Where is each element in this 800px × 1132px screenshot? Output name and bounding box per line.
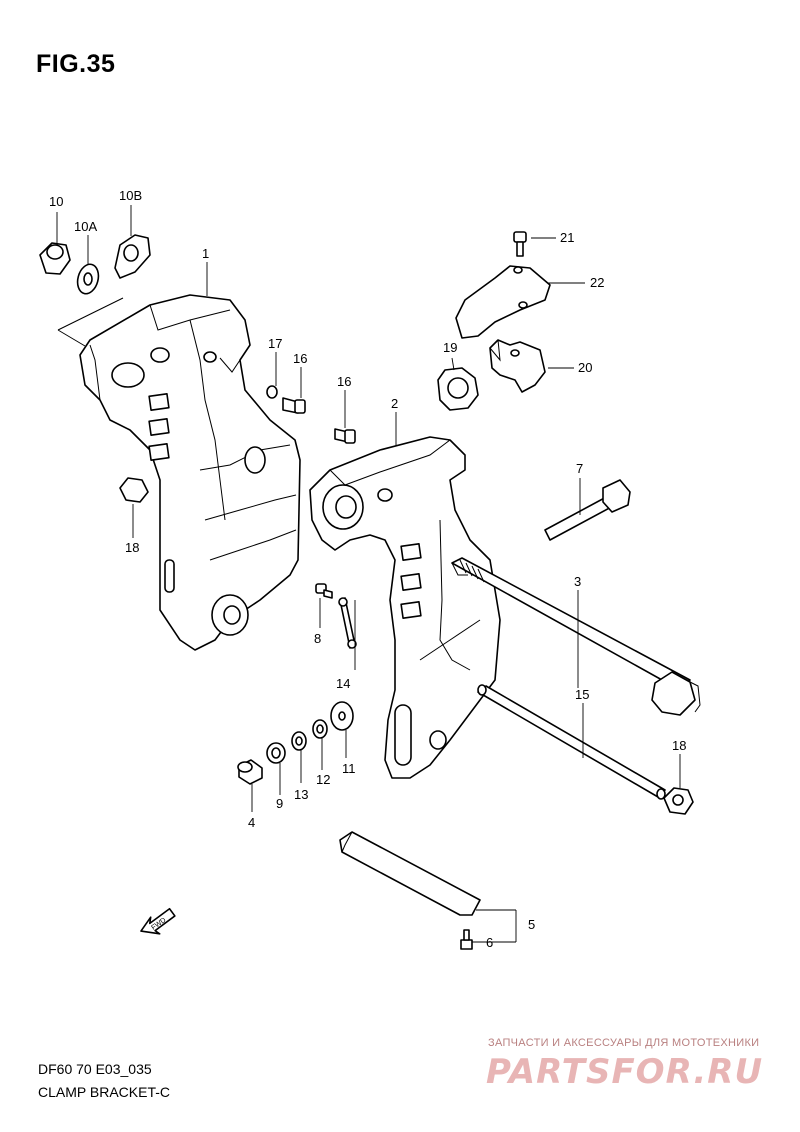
callout-10b: 10B: [119, 188, 142, 203]
callout-22: 22: [590, 275, 604, 290]
bolt-6-part[interactable]: [460, 929, 473, 950]
bushing-4-part[interactable]: [237, 759, 263, 785]
callout-7: 7: [576, 461, 583, 476]
callout-19: 19: [443, 340, 457, 355]
callout-10a: 10A: [74, 219, 97, 234]
callout-18-upper: 18: [125, 540, 139, 555]
callout-3: 3: [574, 574, 581, 589]
model-code: DF60 70 E03_035: [38, 1061, 152, 1077]
callout-18-lower: 18: [672, 738, 686, 753]
cap-19-part[interactable]: [437, 367, 479, 411]
callout-13: 13: [294, 787, 308, 802]
callout-20: 20: [578, 360, 592, 375]
bracket-22-part[interactable]: [455, 265, 551, 339]
fwd-arrow-icon: FWD: [140, 907, 176, 935]
leader-lines: [56, 205, 681, 943]
callout-2: 2: [391, 396, 398, 411]
clamp-bracket-left-part[interactable]: [57, 294, 301, 651]
callout-1: 1: [202, 246, 209, 261]
callout-21: 21: [560, 230, 574, 245]
washer-11-part[interactable]: [330, 701, 354, 731]
callout-11: 11: [342, 761, 356, 776]
clip-14-part[interactable]: [338, 597, 357, 649]
callout-5: 5: [528, 917, 535, 932]
watermark-logo: PARTSFOR.RU: [486, 1052, 764, 1092]
callout-labels: 10 10A 10B 1 17 16 16 2 18 21 22 19 20 7…: [49, 188, 686, 950]
callout-15: 15: [575, 687, 589, 702]
callout-16-upper: 16: [293, 351, 307, 366]
figure-title: FIG.35: [36, 50, 116, 78]
diagram-name: CLAMP BRACKET-C: [38, 1084, 170, 1100]
washer-10a-part[interactable]: [74, 262, 101, 296]
washer-12-part[interactable]: [312, 719, 328, 739]
fwd-label: FWD: [150, 917, 167, 932]
callout-8: 8: [314, 631, 321, 646]
washer-13-part[interactable]: [291, 731, 307, 751]
callout-14: 14: [336, 676, 350, 691]
bolt-7-part[interactable]: [544, 479, 631, 541]
tilt-tube-part[interactable]: [451, 557, 701, 716]
washer-17-part[interactable]: [266, 385, 278, 399]
bolt-16-upper-part[interactable]: [282, 397, 306, 414]
callout-17: 17: [268, 336, 282, 351]
callout-6: 6: [486, 935, 493, 950]
nut-18-lower-part[interactable]: [663, 787, 694, 815]
bolt-16-lower-part[interactable]: [334, 428, 356, 444]
bolt-21-part[interactable]: [513, 231, 527, 257]
callout-9: 9: [276, 796, 283, 811]
clamp-bracket-right-part[interactable]: [309, 436, 501, 779]
rod-part[interactable]: [477, 684, 666, 800]
callout-10: 10: [49, 194, 63, 209]
plate-5-part[interactable]: [339, 831, 481, 916]
screw-8-part[interactable]: [315, 583, 333, 599]
callout-16-lower: 16: [337, 374, 351, 389]
callout-4: 4: [248, 815, 255, 830]
stopper-20-part[interactable]: [489, 339, 546, 393]
plate-10b-part[interactable]: [114, 234, 151, 279]
nut-10-part[interactable]: [39, 242, 71, 275]
collar-9-part[interactable]: [266, 742, 286, 764]
watermark-tagline: ЗАПЧАСТИ И АКСЕССУАРЫ ДЛЯ МОТОТЕХНИКИ: [488, 1037, 760, 1049]
callout-12: 12: [316, 772, 330, 787]
nut-18-upper-part[interactable]: [119, 477, 149, 503]
